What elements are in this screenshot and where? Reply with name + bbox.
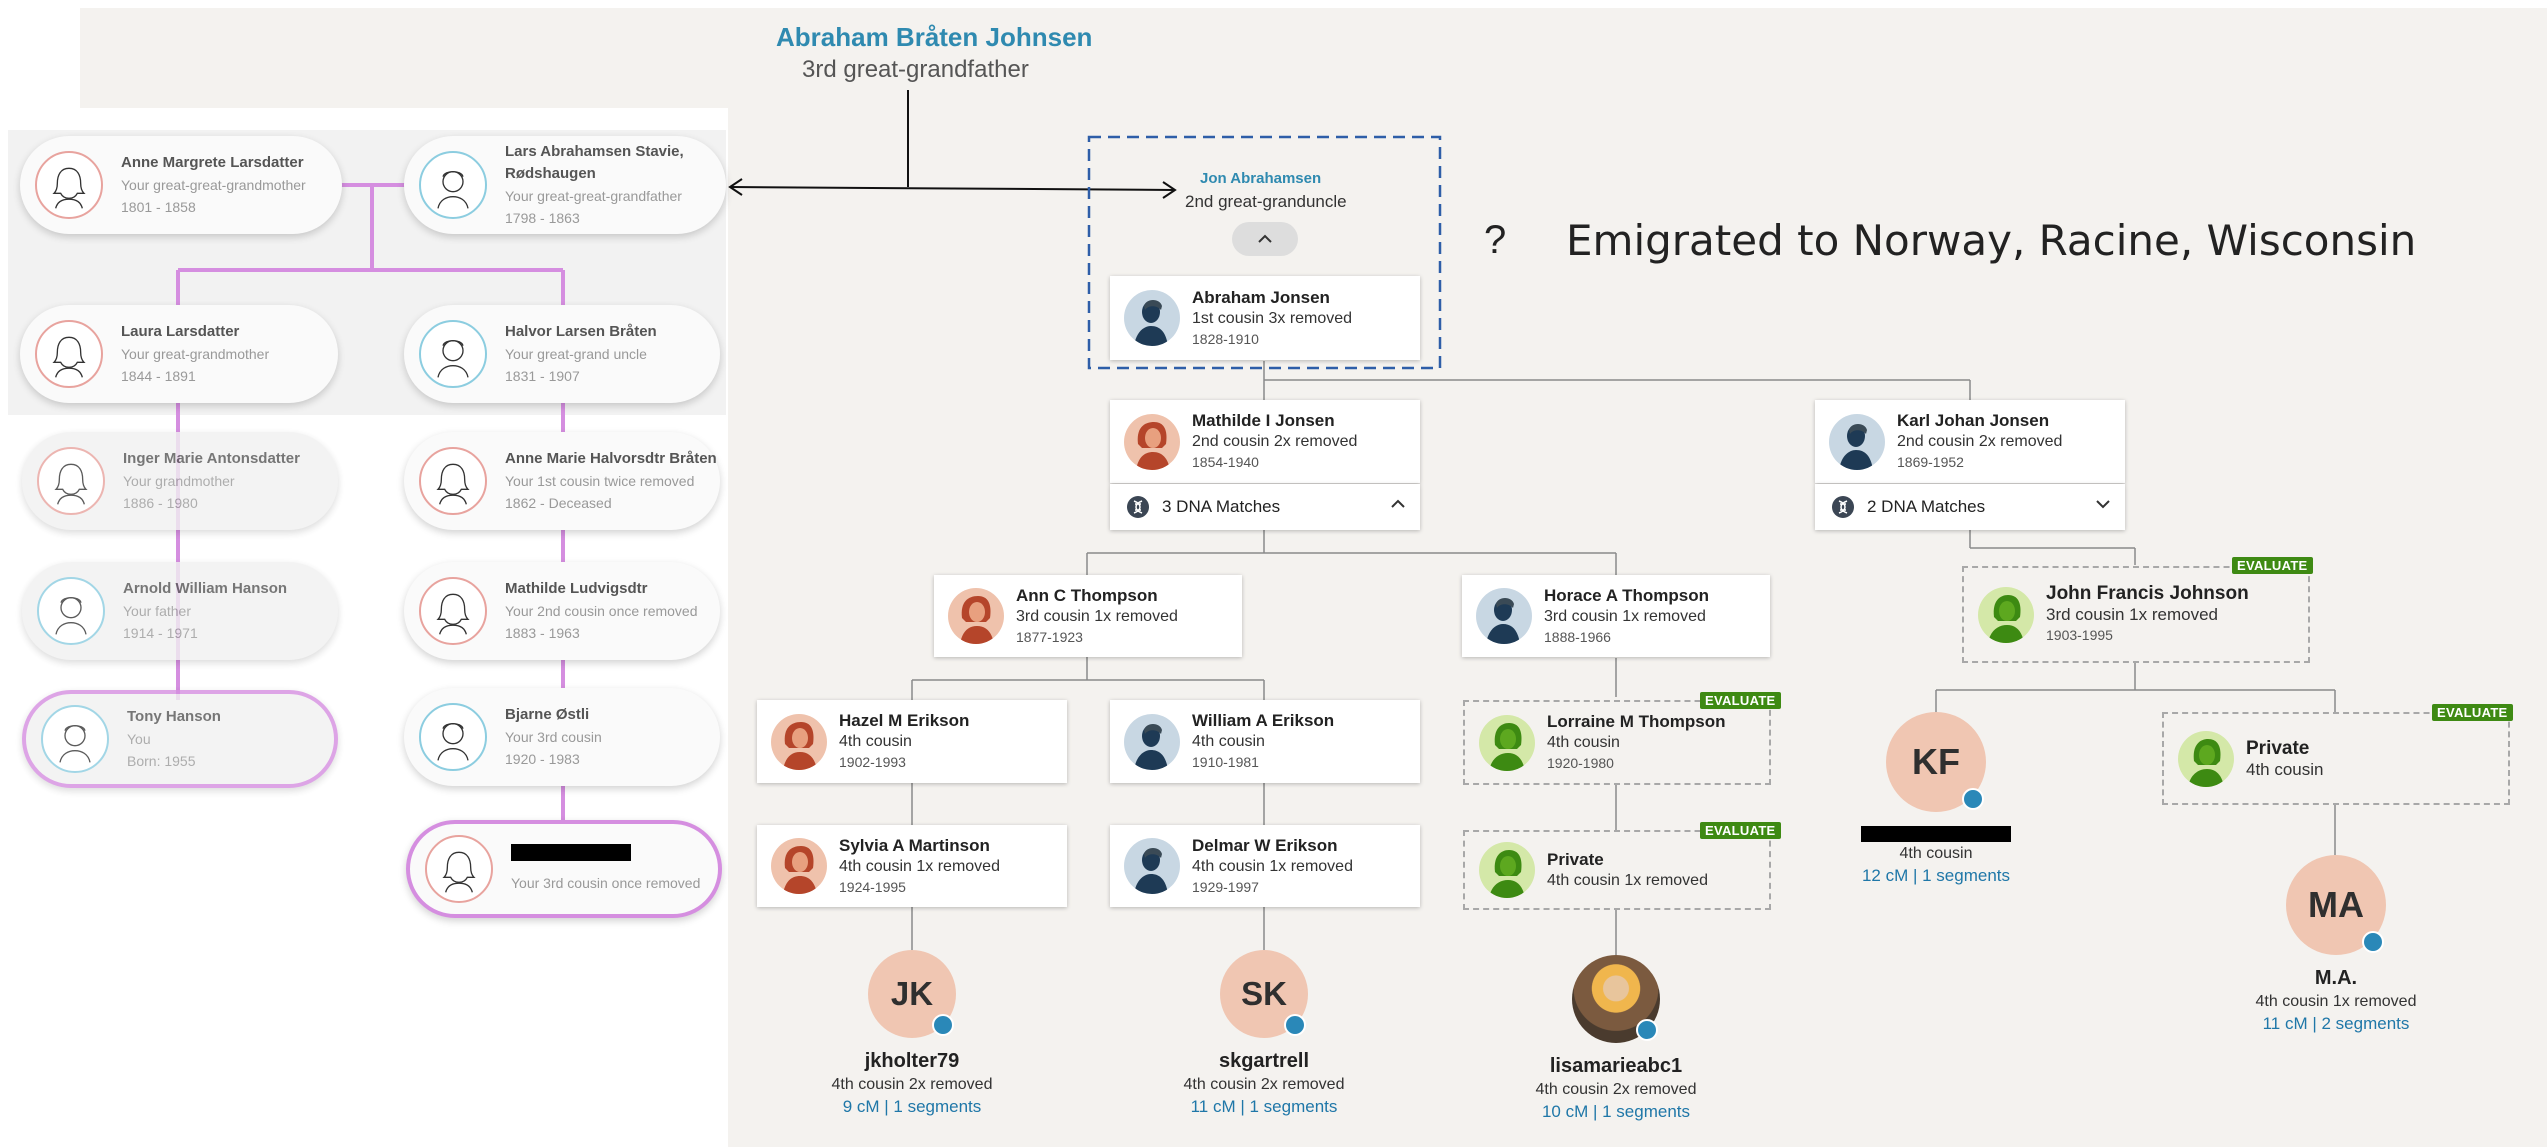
- chevron-up-icon: [1258, 234, 1272, 243]
- female-avatar-icon: [948, 588, 1004, 644]
- male-avatar-icon: [1124, 838, 1180, 894]
- evaluate-badge[interactable]: EVALUATE: [2432, 704, 2513, 721]
- dna-matches-toggle[interactable]: 2 DNA Matches: [1815, 484, 2125, 530]
- green-avatar-icon: [1479, 842, 1535, 898]
- match-photo: [1572, 955, 1660, 1043]
- female-avatar-icon: [771, 838, 827, 894]
- female-silhouette-icon: [35, 151, 103, 219]
- dna-match-jk[interactable]: JK jkholter79 4th cousin 2x removed 9 cM…: [792, 950, 1032, 1117]
- emigration-note: Emigrated to Norway, Racine, Wisconsin: [1566, 216, 2417, 265]
- match-cm-link[interactable]: 10 cM | 1 segments: [1541, 1102, 1691, 1121]
- female-avatar-icon: [1124, 413, 1180, 470]
- male-silhouette-icon: [37, 577, 105, 645]
- dna-badge-icon: [1962, 788, 1984, 810]
- dna-helix-icon: [1831, 495, 1855, 519]
- redacted-name: [1861, 826, 2011, 842]
- dna-badge-icon: [932, 1014, 954, 1036]
- male-silhouette-icon: [41, 705, 109, 773]
- female-silhouette-icon: [425, 835, 493, 903]
- evaluate-badge[interactable]: EVALUATE: [2232, 557, 2313, 574]
- dna-match-lisamarie[interactable]: lisamarieabc1 4th cousin 2x removed 10 c…: [1496, 955, 1736, 1122]
- ancestor-name: Abraham Bråten Johnsen: [776, 22, 1093, 52]
- chevron-down-icon: [2096, 500, 2110, 509]
- male-avatar-icon: [1829, 413, 1885, 470]
- female-silhouette-icon: [419, 577, 487, 645]
- tree-lines: [911, 361, 2336, 955]
- match-avatar: SK: [1220, 950, 1308, 1038]
- question-mark: ?: [1484, 218, 1507, 262]
- male-avatar-icon: [1124, 713, 1180, 770]
- header-connector: [728, 90, 1177, 199]
- male-silhouette-icon: [419, 703, 487, 771]
- match-cm-link[interactable]: 12 cM | 1 segments: [1861, 866, 2011, 885]
- dna-badge-icon: [2362, 931, 2384, 953]
- female-silhouette-icon: [419, 447, 487, 515]
- match-cm-link[interactable]: 9 cM | 1 segments: [842, 1097, 982, 1116]
- female-avatar-icon: [771, 713, 827, 770]
- match-cm-link[interactable]: 11 cM | 2 segments: [2262, 1014, 2410, 1033]
- jon-relation: 2nd great-granduncle: [1185, 192, 1347, 211]
- green-avatar-icon: [1978, 586, 2034, 643]
- collapse-button[interactable]: [1232, 222, 1298, 256]
- match-cm-link[interactable]: 11 cM | 1 segments: [1190, 1097, 1338, 1116]
- green-avatar-icon: [2178, 730, 2234, 787]
- match-avatar: KF: [1886, 712, 1986, 812]
- male-silhouette-icon: [419, 320, 487, 388]
- match-avatar: MA: [2286, 855, 2386, 955]
- match-avatar: JK: [868, 950, 956, 1038]
- person-pill-match[interactable]: Your 3rd cousin once removed: [406, 820, 722, 918]
- dna-match-kf[interactable]: KF 4th cousin 12 cM | 1 segments: [1816, 712, 2056, 886]
- evaluate-badge[interactable]: EVALUATE: [1700, 822, 1781, 839]
- female-silhouette-icon: [37, 447, 105, 515]
- dna-match-ma[interactable]: MA M.A. 4th cousin 1x removed 11 cM | 2 …: [2216, 855, 2456, 1034]
- chevron-up-icon: [1391, 499, 1405, 508]
- jon-name[interactable]: Jon Abrahamsen: [1200, 170, 1322, 187]
- dna-match-sk[interactable]: SK skgartrell 4th cousin 2x removed 11 c…: [1144, 950, 1384, 1117]
- dna-badge-icon: [1636, 1019, 1658, 1041]
- dna-helix-icon: [1126, 495, 1150, 519]
- female-silhouette-icon: [35, 320, 103, 388]
- evaluate-badge[interactable]: EVALUATE: [1700, 692, 1781, 709]
- ancestor-relation: 3rd great-grandfather: [802, 56, 1029, 83]
- dna-badge-icon: [1284, 1014, 1306, 1036]
- male-silhouette-icon: [419, 151, 487, 219]
- male-avatar-icon: [1476, 588, 1532, 644]
- dna-matches-toggle[interactable]: 3 DNA Matches: [1110, 484, 1420, 530]
- green-avatar-icon: [1479, 714, 1535, 771]
- male-avatar-icon: [1124, 290, 1180, 346]
- highlight-frame: [1087, 135, 1442, 370]
- redacted-name: [511, 844, 631, 861]
- header-background: [80, 8, 2547, 108]
